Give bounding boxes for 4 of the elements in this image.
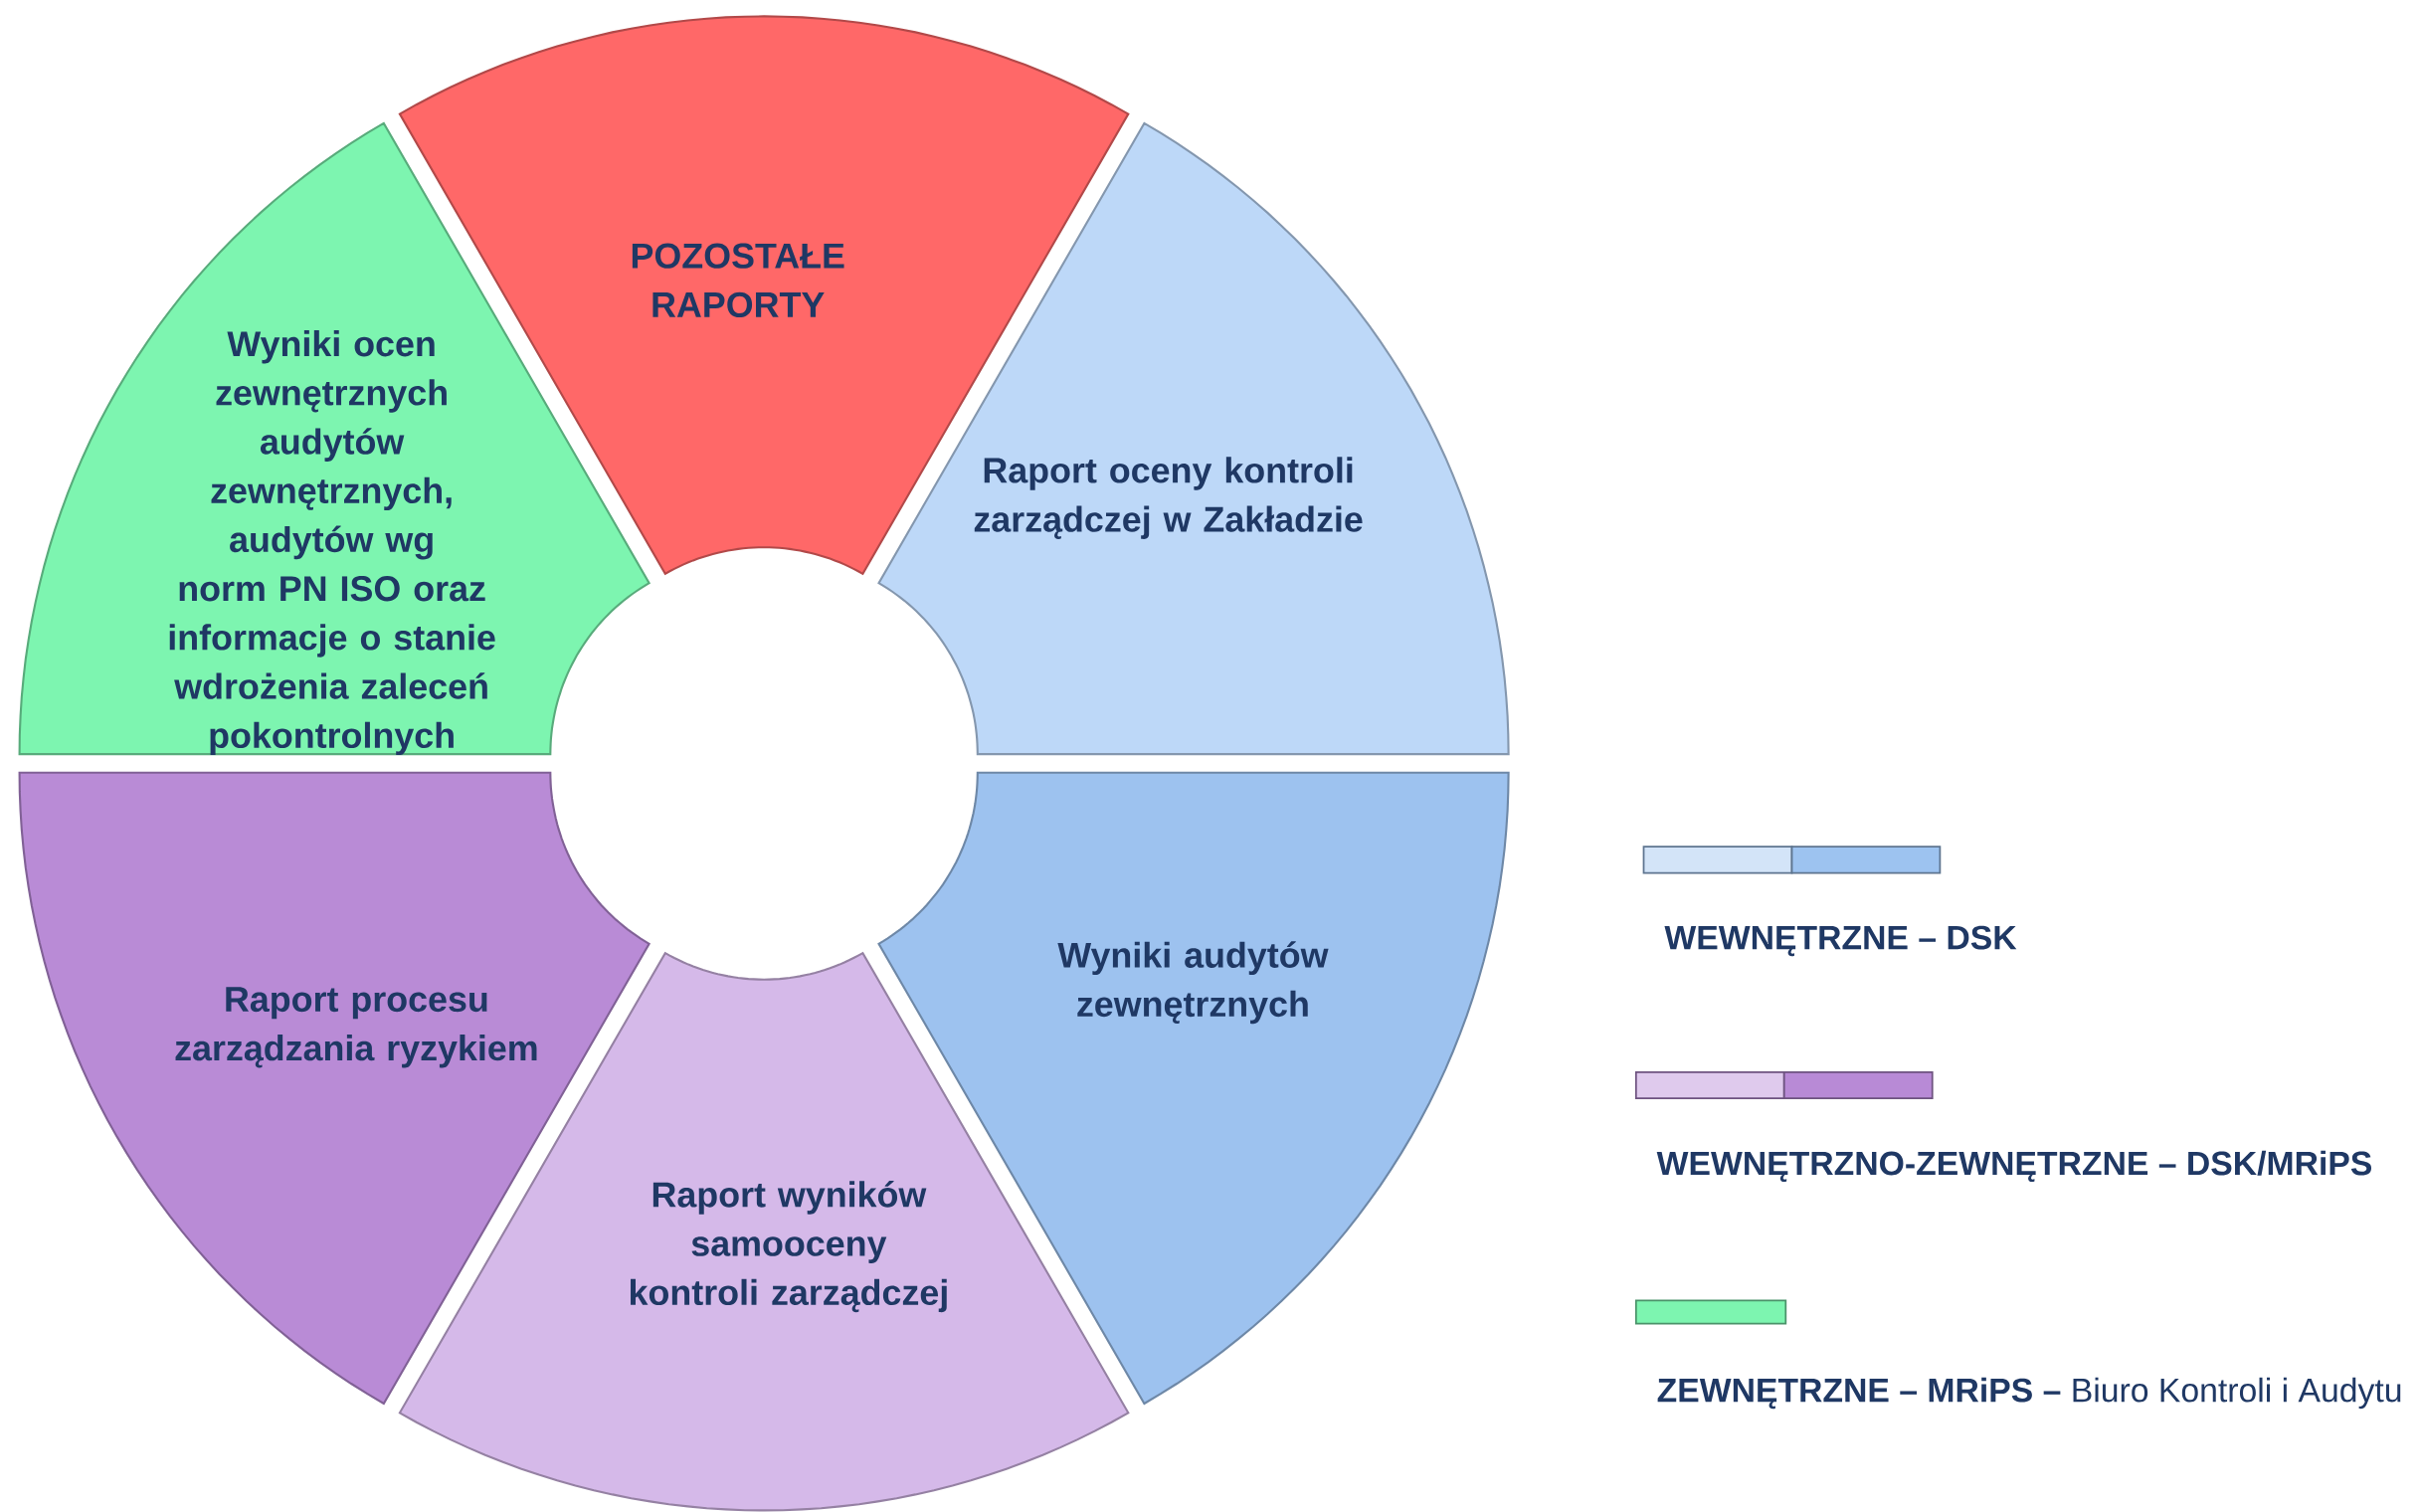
legend-label: WEWNĘTRZNE – DSK	[1664, 925, 2017, 957]
legend-label: WEWNĘTRZNO-ZEWNĘTRZNE – DSK/MRiPS	[1656, 1150, 2371, 1183]
ring-segment: Raport oceny kontroli zarządczej w Zakładzie	[877, 121, 1510, 756]
legend-label: ZEWNĘTRZNE – MRiPS – Biuro Kontroli i Audytu	[1657, 1377, 2401, 1410]
